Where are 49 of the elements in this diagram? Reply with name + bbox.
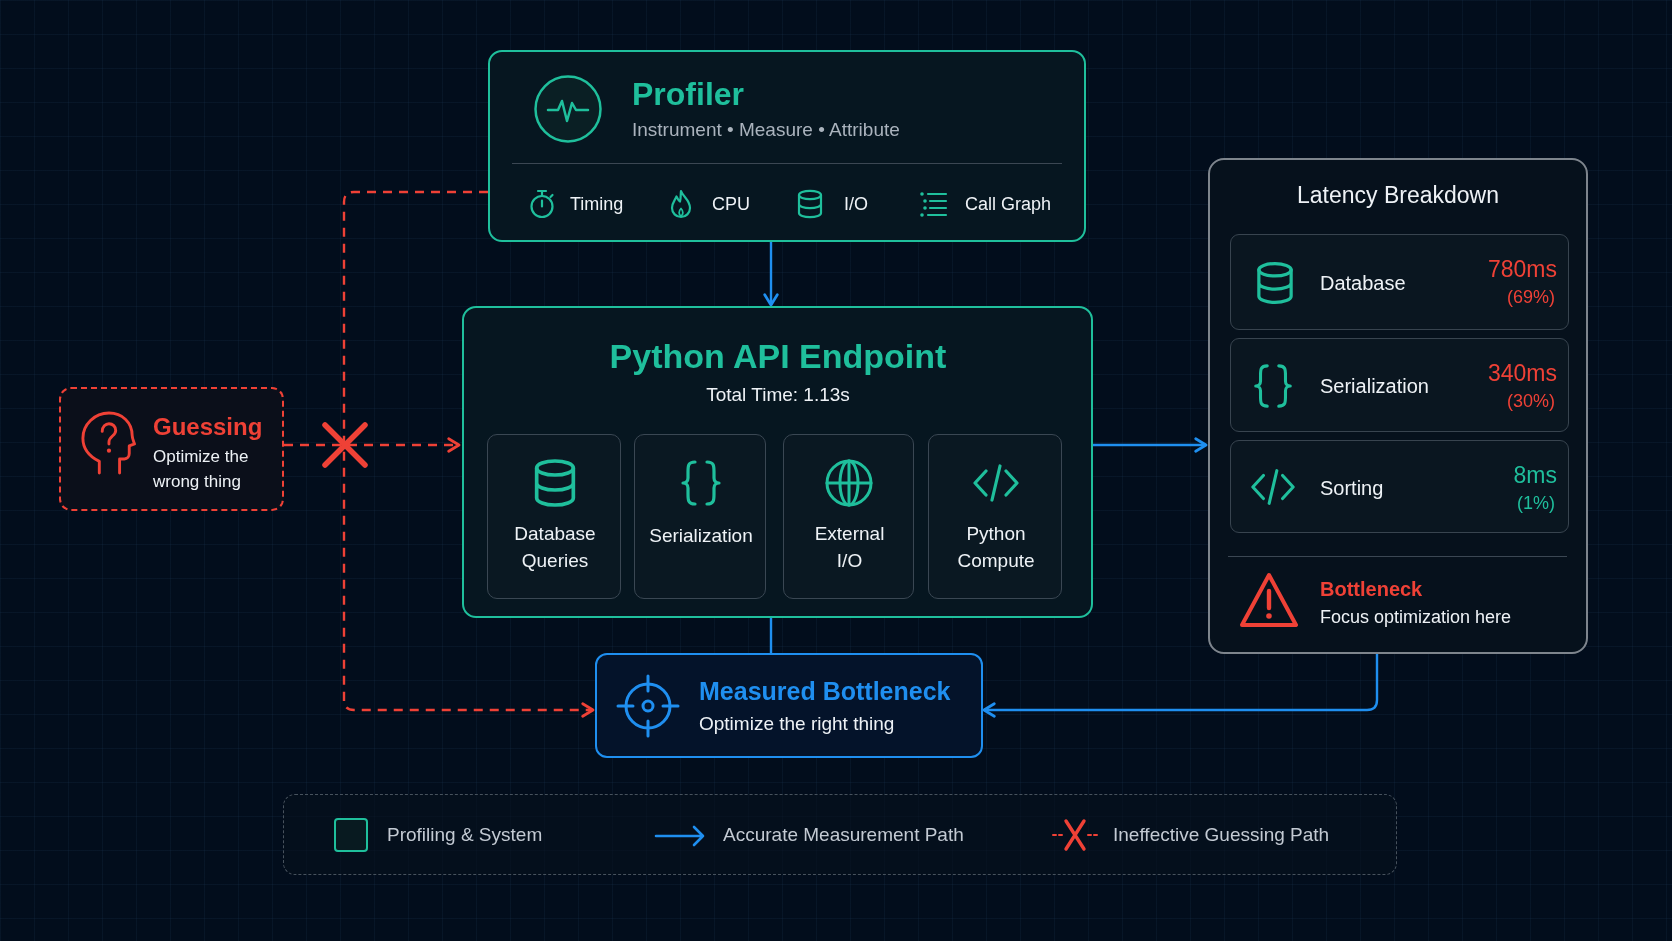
connector-line: [769, 618, 773, 653]
component-card: [634, 434, 766, 599]
arrow: [1093, 437, 1208, 453]
card-subtitle: Optimize the right thing: [699, 712, 895, 736]
legend-label: Profiling & System: [387, 823, 543, 847]
dashed-arrow: [284, 437, 461, 453]
metric-label: Call Graph: [965, 192, 1052, 216]
percent-value: (30%): [1507, 389, 1555, 413]
component-card: [487, 434, 621, 599]
card-subtitle: Instrument • Measure • Attribute: [632, 118, 900, 142]
latency-row: [1230, 338, 1569, 432]
component-label: Python Compute: [957, 522, 1035, 573]
row-label: Database: [1320, 270, 1406, 296]
arrow: [982, 654, 1379, 718]
panel-title: Latency Breakdown: [1297, 180, 1499, 210]
warning-title: Bottleneck: [1320, 576, 1423, 602]
percent-value: (1%): [1517, 491, 1555, 515]
total-time-text: Total Time: 1.13s: [706, 383, 850, 407]
bottleneck-card: [595, 653, 983, 758]
component-label: Serialization: [649, 523, 753, 548]
latency-row: [1230, 440, 1569, 533]
percent-value: (69%): [1507, 285, 1555, 309]
warning-text: Focus optimization here: [1320, 605, 1512, 629]
card-title: Guessing: [153, 412, 263, 442]
card-title: Python API Endpoint: [609, 335, 947, 377]
latency-row: [1230, 234, 1569, 330]
arrow: [763, 242, 779, 307]
component-label: Database Queries: [514, 522, 596, 573]
dashed-arrow: [342, 190, 595, 718]
metric-label: CPU: [712, 192, 750, 216]
component-card: [783, 434, 914, 599]
component-label: External I/O: [814, 522, 885, 573]
metric-label: I/O: [844, 192, 868, 216]
profiler-card: [488, 50, 1086, 242]
card-description: Optimize the wrong thing: [153, 446, 250, 493]
metric-label: Timing: [570, 192, 624, 216]
endpoint-card: [462, 306, 1093, 618]
duration-value: 340ms: [1487, 358, 1557, 388]
row-label: Sorting: [1320, 475, 1384, 500]
latency-panel: [1208, 158, 1588, 654]
row-label: Serialization: [1320, 373, 1429, 399]
duration-value: 780ms: [1487, 254, 1557, 284]
duration-value: 8ms: [1513, 460, 1557, 490]
guessing-card: [59, 387, 284, 511]
legend-label: Ineffective Guessing Path: [1113, 823, 1330, 847]
card-title: Profiler: [632, 75, 745, 114]
legend-label: Accurate Measurement Path: [723, 823, 964, 847]
card-title: Measured Bottleneck: [699, 675, 951, 707]
component-card: [928, 434, 1062, 599]
